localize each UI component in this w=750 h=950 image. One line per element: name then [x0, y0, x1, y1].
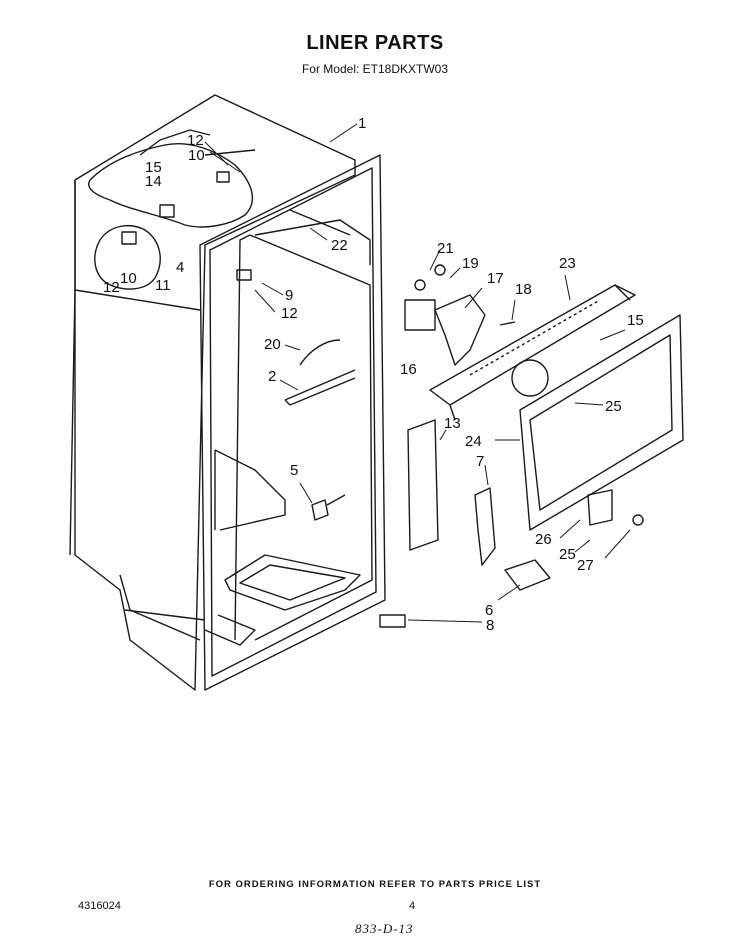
wiring-harness	[88, 129, 256, 290]
callout-8: 8	[486, 617, 494, 634]
handwritten-code: 833-D-13	[355, 921, 414, 936]
callout-5: 5	[290, 462, 298, 479]
callout-15-left: 15	[145, 159, 162, 176]
callout-12-top: 12	[187, 132, 204, 149]
cover-part	[379, 614, 406, 628]
callout-2: 2	[268, 368, 276, 385]
ordering-note: FOR ORDERING INFORMATION REFER TO PARTS …	[208, 879, 542, 890]
grommet-part	[632, 514, 644, 526]
page-title: LINER PARTS	[306, 32, 444, 54]
leader-lines	[204, 123, 631, 623]
callout-4: 4	[176, 259, 184, 276]
callout-11: 11	[155, 277, 171, 294]
callout-1: 1	[358, 115, 366, 132]
callout-23: 23	[559, 255, 576, 272]
document-number: 4316024	[78, 900, 121, 912]
callout-12-mid: 12	[281, 305, 298, 322]
callout-25-upper: 25	[605, 398, 622, 415]
callout-21: 21	[437, 240, 454, 257]
callout-15-right: 15	[627, 312, 644, 329]
callout-12-left: 12	[103, 279, 120, 296]
air-duct-part	[407, 419, 439, 551]
callout-10-top: 10	[188, 147, 205, 164]
thermostat-part	[311, 494, 346, 521]
fan-motor-assembly	[404, 264, 516, 366]
callout-10-left: 10	[120, 270, 137, 287]
callout-19: 19	[462, 255, 479, 272]
callout-13: 13	[444, 415, 461, 432]
callout-6: 6	[485, 602, 493, 619]
callout-16: 16	[400, 361, 417, 378]
bracket-part	[504, 559, 551, 591]
damper-part	[587, 489, 613, 526]
callout-numbers: 1 2 4 5 6 7 8 9 10 10 11 12 12 12 13 14 …	[103, 115, 644, 634]
callout-26: 26	[535, 531, 552, 548]
callout-7: 7	[476, 453, 484, 470]
callout-27: 27	[577, 557, 594, 574]
model-subtitle: For Model: ET18DKXTW03	[301, 62, 449, 76]
callout-20: 20	[264, 336, 281, 353]
callout-24: 24	[465, 433, 482, 450]
callout-22: 22	[331, 237, 348, 254]
baffle-part	[474, 487, 496, 566]
callout-18: 18	[515, 281, 532, 298]
cabinet-liner	[69, 94, 386, 691]
light-socket-cluster	[121, 171, 252, 281]
callout-17: 17	[487, 270, 504, 287]
callout-25-lower: 25	[559, 546, 576, 563]
heater-element	[284, 369, 356, 406]
callout-14: 14	[145, 173, 162, 190]
drain-tube	[299, 339, 341, 366]
evaporator-cover	[429, 284, 684, 531]
callout-9: 9	[285, 287, 293, 304]
page-number: 4	[409, 900, 416, 912]
